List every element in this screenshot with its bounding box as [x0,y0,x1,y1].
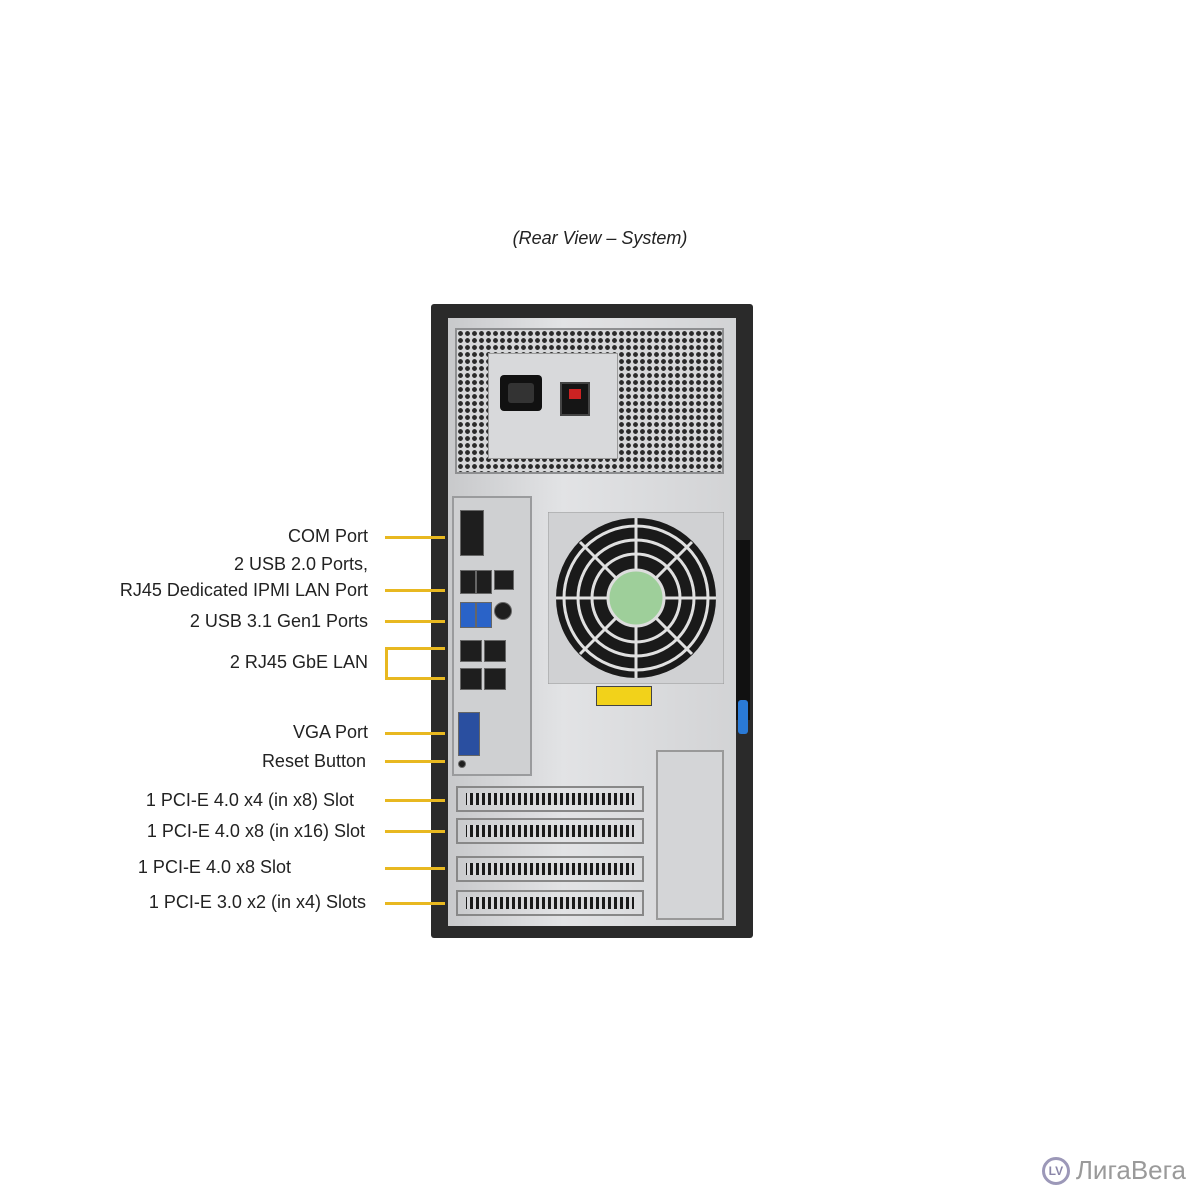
label-pci3: 1 PCI-E 4.0 x8 Slot [137,857,291,877]
figure-caption: (Rear View – System) [512,228,688,248]
label-pci1: 1 PCI-E 4.0 x4 (in x8) Slot [145,790,354,810]
usb3-port [460,602,476,628]
expansion-bracket [656,750,724,920]
callout-line [385,647,445,650]
callout-line [385,589,445,592]
watermark-text: ЛигаВега [1075,1155,1186,1185]
label-usb3: 2 USB 3.1 Gen1 Ports [189,611,368,631]
pci-slot [456,890,644,916]
power-inlet [500,375,542,411]
watermark-logo: LV ЛигаВега [1041,1155,1186,1186]
pci-slot [456,856,644,882]
io-shield [452,496,532,776]
label-pci2: 1 PCI-E 4.0 x8 (in x16) Slot [146,821,365,841]
label-reset: Reset Button [261,751,366,771]
usb3-port [476,602,492,628]
power-switch [560,382,590,416]
latch [738,700,748,734]
callout-line [385,830,445,833]
label-lan: 2 RJ45 GbE LAN [229,652,368,672]
callout-line [385,867,445,870]
callout-bracket [385,647,388,680]
logo-icon: LV [1041,1156,1070,1185]
ipmi-lan-port [494,570,514,590]
callout-line [385,799,445,802]
reset-button [458,760,466,768]
pci-slot [456,818,644,844]
callout-line [385,760,445,763]
lan-port [460,668,482,690]
warning-label [596,686,652,706]
lan-port [460,640,482,662]
usb2-port [460,570,476,594]
com-port [460,510,484,556]
callout-line [385,620,445,623]
label-vga: VGA Port [292,722,368,742]
ps2-port [494,602,512,620]
label-usb2-line1: 2 USB 2.0 Ports, [233,554,368,574]
label-com-port: COM Port [287,526,368,546]
label-pci4: 1 PCI-E 3.0 x2 (in x4) Slots [148,892,366,912]
usb2-port [476,570,492,594]
lan-port [484,640,506,662]
callout-line [385,902,445,905]
vga-port [458,712,480,756]
lan-port [484,668,506,690]
callout-line [385,536,445,539]
side-rail [736,540,750,720]
callout-line [385,677,445,680]
label-usb2-line2: RJ45 Dedicated IPMI LAN Port [119,580,368,600]
callout-line [385,732,445,735]
fan-icon [548,512,724,684]
pci-slot [456,786,644,812]
